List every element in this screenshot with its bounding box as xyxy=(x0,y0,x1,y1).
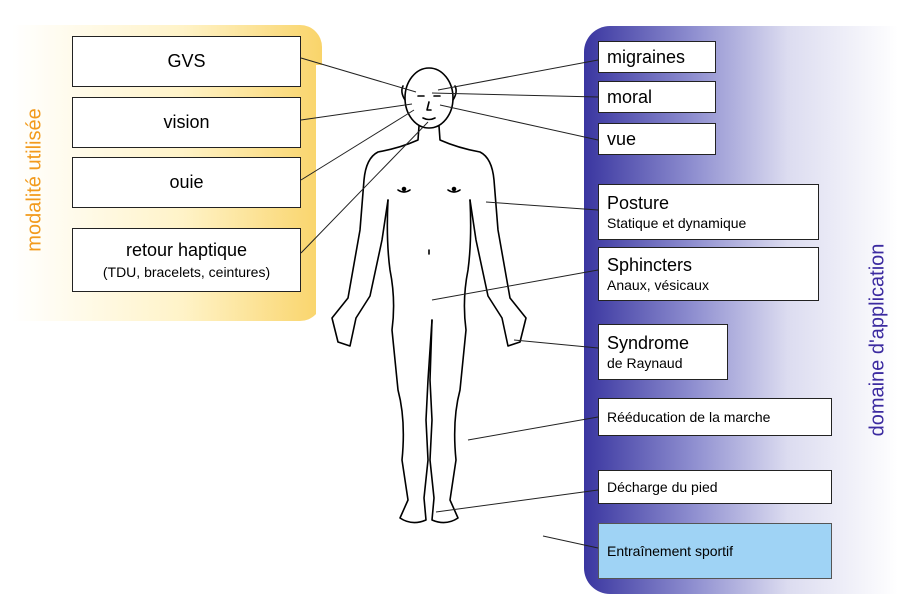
modality-box-vision: vision xyxy=(72,97,301,148)
application-label: moral xyxy=(607,86,653,107)
application-sublabel: Anaux, vésicaux xyxy=(607,276,709,293)
modality-label: GVS xyxy=(167,51,206,71)
application-box-vue: vue xyxy=(598,123,716,155)
application-box-raynaud: Syndrome de Raynaud xyxy=(598,324,728,380)
application-label: Syndrome xyxy=(607,332,690,353)
application-label: Posture xyxy=(607,192,670,213)
modality-label: retour haptique xyxy=(125,240,248,260)
modality-box-ouie: ouie xyxy=(72,157,301,208)
modality-label: ouie xyxy=(169,172,204,192)
connector-lines xyxy=(300,57,599,549)
application-box-moral: moral xyxy=(598,81,716,113)
application-box-marche: Rééducation de la marche xyxy=(598,398,832,436)
application-box-sport: Entraînement sportif xyxy=(598,523,832,579)
modality-sublabel: (TDU, bracelets, ceintures) xyxy=(102,264,271,280)
application-label: Rééducation de la marche xyxy=(607,409,771,425)
application-sublabel: Statique et dynamique xyxy=(607,214,747,231)
application-label: Décharge du pied xyxy=(607,479,718,495)
application-box-migraines: migraines xyxy=(598,41,716,73)
application-box-pied: Décharge du pied xyxy=(598,470,832,504)
application-label: vue xyxy=(607,128,637,149)
modality-box-haptic: retour haptique (TDU, bracelets, ceintur… xyxy=(72,228,301,292)
modality-box-gvs: GVS xyxy=(72,36,301,87)
application-box-posture: Posture Statique et dynamique xyxy=(598,184,819,240)
application-label: Sphincters xyxy=(607,254,693,275)
application-label: migraines xyxy=(607,46,686,67)
figure-background xyxy=(316,65,548,533)
human-figure xyxy=(331,67,527,524)
application-label: Entraînement sportif xyxy=(607,543,734,559)
application-box-sphincters: Sphincters Anaux, vésicaux xyxy=(598,247,819,301)
application-sublabel: de Raynaud xyxy=(607,354,683,371)
modality-label: vision xyxy=(163,112,210,132)
